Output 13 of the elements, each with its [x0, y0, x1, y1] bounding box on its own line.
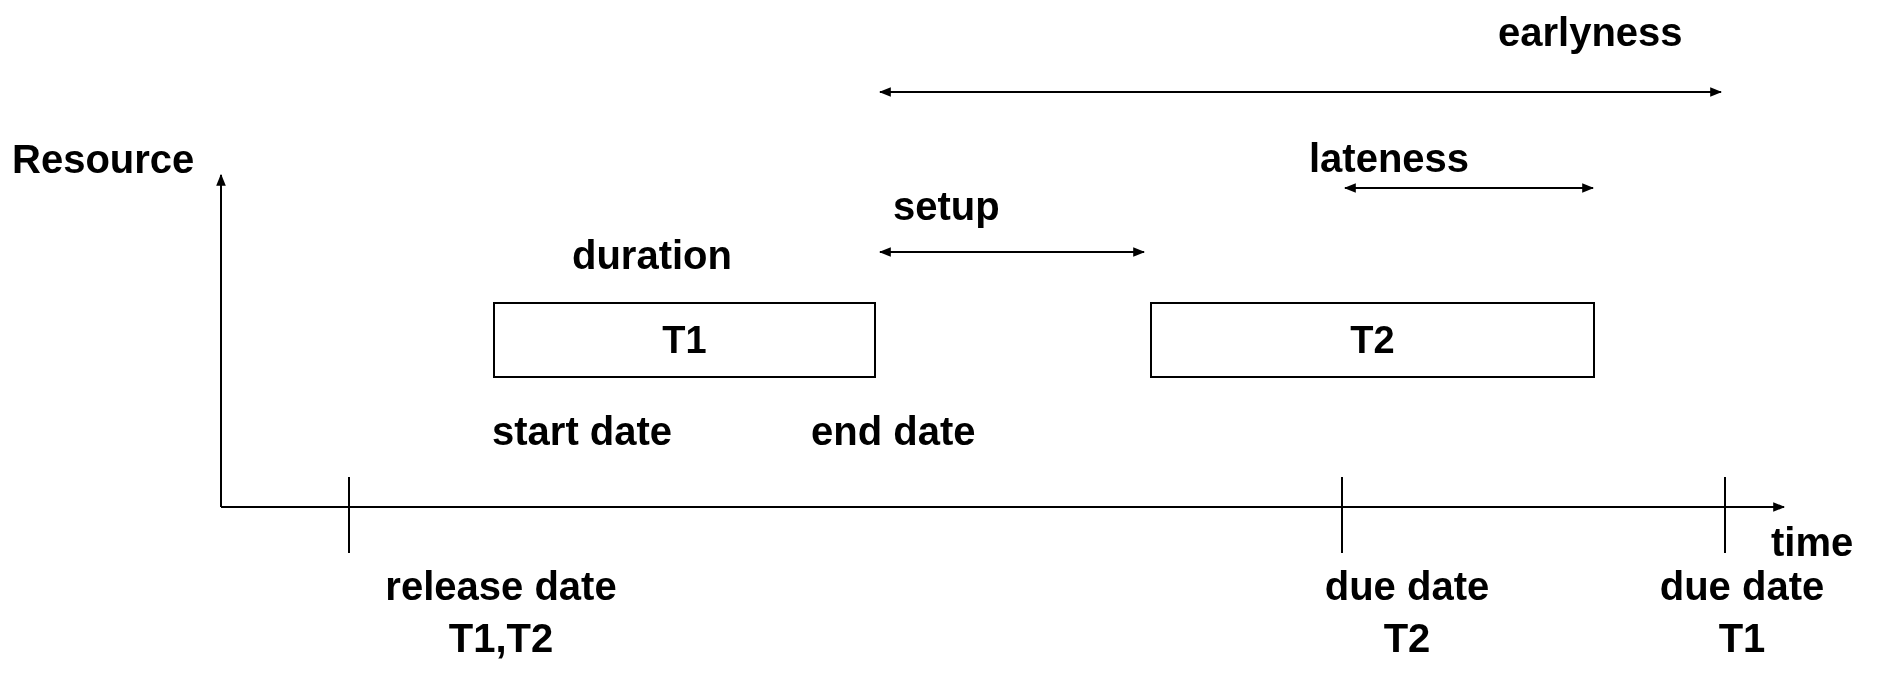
- measure-label: setup: [893, 184, 1000, 228]
- axis-label: time: [1771, 520, 1854, 564]
- measure-label: duration: [572, 233, 732, 277]
- date-label: due date T1: [1658, 563, 1826, 662]
- axis-label: Resource: [12, 137, 195, 181]
- date-label: release date T1,T2: [384, 563, 618, 662]
- task-bar: T2: [1150, 302, 1595, 378]
- date-label: due date T2: [1323, 563, 1491, 662]
- date-label: end date: [811, 409, 976, 453]
- measure-label: earlyness: [1498, 10, 1683, 54]
- measure-label: lateness: [1309, 136, 1470, 180]
- date-label: start date: [492, 409, 673, 453]
- task-bar: T1: [493, 302, 876, 378]
